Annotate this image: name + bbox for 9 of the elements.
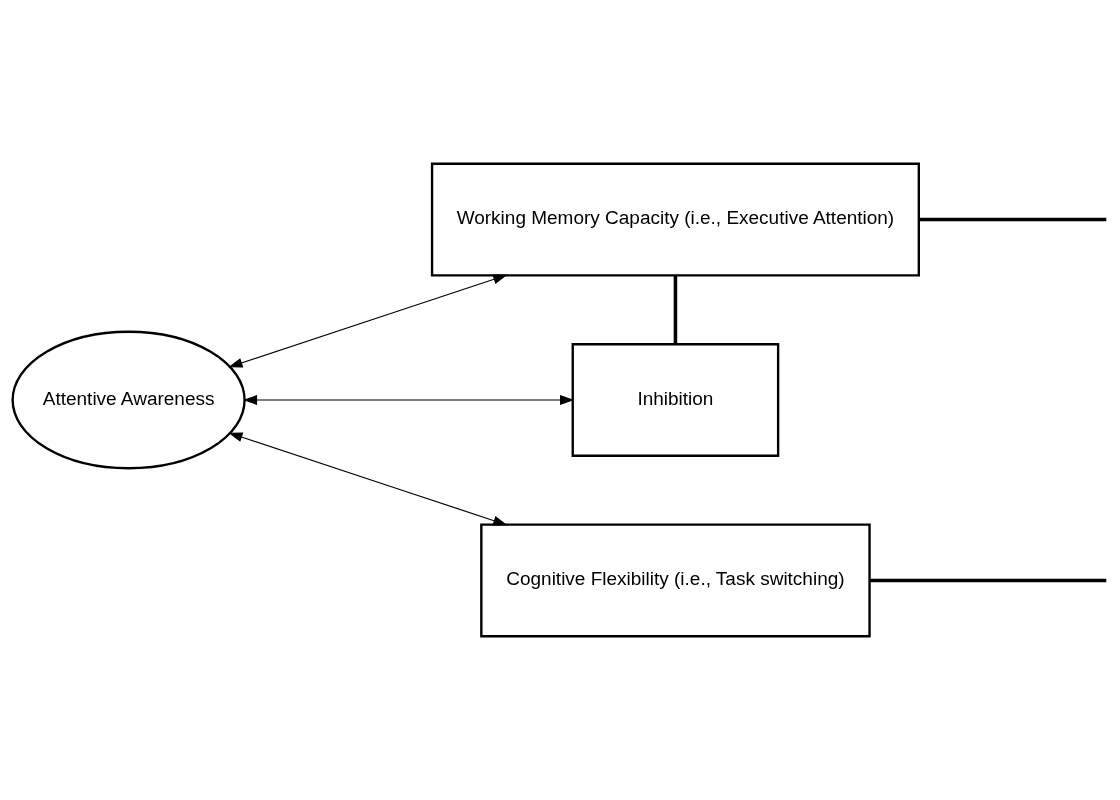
arrow: [242, 395, 575, 405]
node-box: Inhibition: [571, 343, 780, 457]
connector: [869, 578, 1107, 583]
connector: [673, 275, 678, 344]
connector: [918, 217, 1107, 222]
arrow: [228, 274, 508, 368]
arrow: [228, 432, 508, 526]
node-box: Working Memory Capacity (i.e., Executive Attention): [430, 162, 920, 277]
node-box: Cognitive Flexibility (i.e., Task switching): [480, 523, 871, 638]
